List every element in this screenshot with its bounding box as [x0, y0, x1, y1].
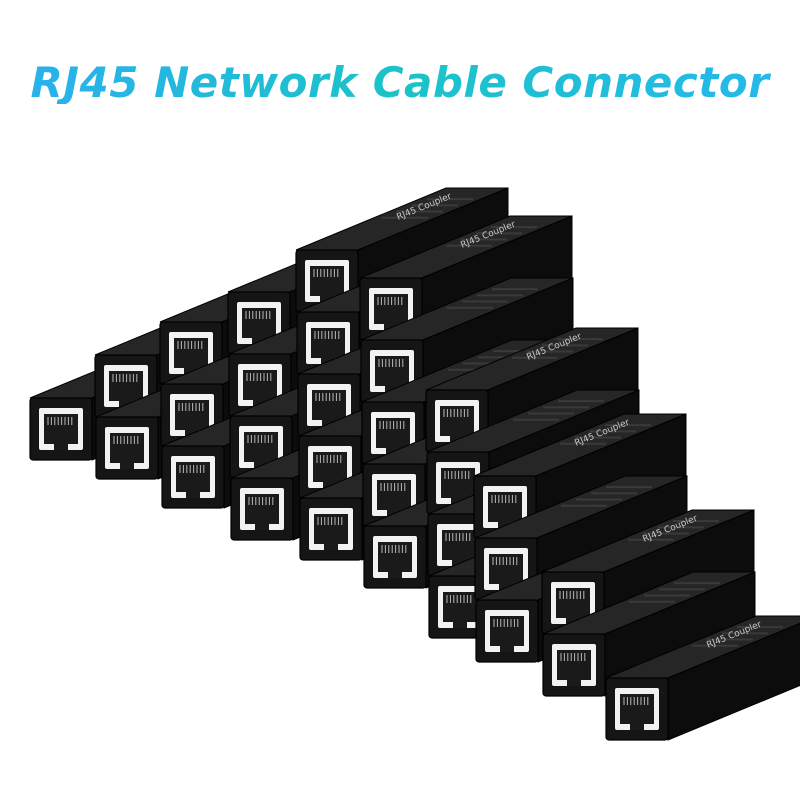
coupler-29: RJ45 Coupler	[605, 615, 800, 741]
page-title: RJ45 Network Cable Connector	[0, 62, 800, 104]
